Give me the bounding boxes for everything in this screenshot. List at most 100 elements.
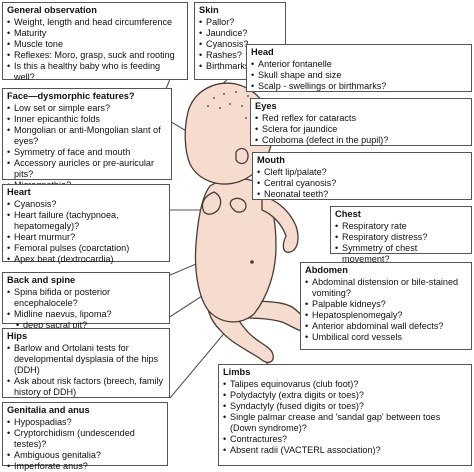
chest-list: Respiratory rateRespiratory distress?Sym… [335,221,467,265]
mouth-list-item: Neonatal teeth? [257,189,467,200]
face-list-item: Symmetry of face and mouth [7,147,167,158]
hips-list: Barlow and Ortolani tests for developmen… [7,343,165,398]
limbs-list-item: Syndactyly (fused digits or toes)? [223,401,467,412]
heart-box: HeartCyanosis?Heart failure (tachypnoea,… [2,184,170,265]
genitalia-title: Genitalia and anus [7,405,90,415]
face-list-item: Accessory auricles or pre-auricular pits… [7,158,167,180]
face-list-item: Mongolian or anti-Mongolian slant of eye… [7,125,167,147]
baby-navel [250,260,254,264]
genitalia-list-item: Ambiguous genitalia? [7,450,163,461]
skin-list-item: Birthmarks? [199,61,281,72]
limbs-list: Talipes equinovarus (club foot)?Polydact… [223,379,467,455]
general-title: General observation [7,5,97,15]
limbs-box: LimbsTalipes equinovarus (club foot)?Pol… [218,364,472,466]
face-dysmorphic-box: Face—dysmorphic features? Low set or simp… [2,88,172,190]
eyes-list-item: Coloboma (defect in the pupil)? [255,135,467,146]
eyes-title: Eyes [255,101,277,111]
baby-right-arm [261,195,299,253]
abdomen-list-item: Anterior abdominal wall defects? [305,321,467,332]
eyes-list-item: Red reflex for cataracts [255,113,467,124]
eyes-list: Red reflex for cataractsSclera for jaund… [255,113,467,146]
head-list: Anterior fontanelleSkull shape and sizeS… [251,59,467,92]
mouth-title: Mouth [257,155,285,165]
heart-title: Heart [7,187,31,197]
limbs-list-item: Absent radii (VACTERL association)? [223,445,467,456]
face-title: Face—dysmorphic features? [7,91,135,101]
head-list-item: Skull shape and size [251,70,467,81]
chest-list-item: Respiratory rate [335,221,467,232]
limbs-list-item: Single palmar crease and 'sandal gap' be… [223,412,467,434]
abdomen-title: Abdomen [305,265,348,275]
face-list-item: Low set or simple ears? [7,103,167,114]
abdomen-list-item: Palpable kidneys? [305,299,467,310]
abdomen-list-item: Abdominal distension or bile-stained vom… [305,277,467,299]
general-observation-box: General observationWeight, length and he… [2,2,188,82]
mouth-box: MouthCleft lip/palate?Central cyanosis?N… [252,152,472,200]
baby-left-hand [229,197,247,213]
back-title: Back and spine [7,275,76,285]
head-list-item: Anterior fontanelle [251,59,467,70]
heart-list-item: Heart murmur? [7,232,165,243]
heart-list: Cyanosis?Heart failure (tachypnoea, hepa… [7,199,165,264]
heart-list-item: Femoral pulses (coarctation) [7,243,165,254]
heart-list-item: Cyanosis? [7,199,165,210]
hips-title: Hips [7,331,28,341]
eyes-box: EyesRed reflex for cataractsSclera for j… [250,98,472,146]
leader-back [167,263,197,277]
abdomen-list-item: Umbilical cord vessels [305,332,467,343]
heart-list-item: Heart failure (tachypnoea, hepatomegaly)… [7,210,165,232]
leader-hips [167,295,203,319]
skin-list: Pallor?Jaundice?Cyanosis?Rashes?Birthmar… [199,17,281,72]
baby-left-arm [201,191,222,215]
general-list-item: Weight, length and head circumference [7,17,183,28]
skin-list-item: Pallor? [199,17,281,28]
limbs-title: Limbs [223,367,251,377]
genitalia-list: Hypospadias?Cryptorchidism (undescended … [7,417,163,472]
limbs-list-item: Polydactyly (extra digits or toes)? [223,390,467,401]
back-list: Spina bifida or posterior encephalocele?… [7,287,165,331]
chest-title: Chest [335,209,361,219]
head-box: HeadAnterior fontanelleSkull shape and s… [246,44,472,92]
head-title: Head [251,47,274,57]
mouth-list-item: Central cyanosis? [257,178,467,189]
abdomen-list-item: Hepatosplenomegaly? [305,310,467,321]
abdomen-box: AbdomenAbdominal distension or bile-stai… [300,262,472,350]
genitalia-list-item: Cryptorchidism (undescended testes)? [7,428,163,450]
back-list-item: Spina bifida or posterior encephalocele? [7,287,165,309]
baby-ear [235,147,249,165]
chest-list-item: Respiratory distress? [335,232,467,243]
mouth-list: Cleft lip/palate?Central cyanosis?Neonat… [257,167,467,200]
hips-list-item: Barlow and Ortolani tests for developmen… [7,343,165,376]
face-list: Low set or simple ears?Inner epicanthic … [7,103,167,190]
hips-list-item: Ask about risk factors (breech, family h… [7,376,165,398]
general-list-item: Muscle tone [7,39,183,50]
head-list-item: Scalp - swellings or birthmarks? [251,81,467,92]
limbs-list-item: Talipes equinovarus (club foot)? [223,379,467,390]
general-list: Weight, length and head circumferenceMat… [7,17,183,82]
general-list-item: Is this a healthy baby who is feeding we… [7,61,183,83]
leader-genitalia [169,323,233,399]
skin-title: Skin [199,5,219,15]
chest-list-item: Symmetry of chest movement? [335,243,467,265]
skin-list-item: Rashes? [199,50,281,61]
genitalia-list-item: Hypospadias? [7,417,163,428]
genitalia-and-anus-box: Genitalia and anusHypospadias?Cryptorchi… [2,402,168,472]
face-list-item: Inner epicanthic folds [7,114,167,125]
general-list-item: Reflexes: Moro, grasp, suck and rooting [7,50,183,61]
general-list-item: Maturity [7,28,183,39]
genitalia-list-item: Imperforate anus? [7,461,163,472]
baby-body [184,82,326,364]
limbs-list-item: Contractures? [223,434,467,445]
eyes-list-item: Sclera for jaundice [255,124,467,135]
abdomen-list: Abdominal distension or bile-stained vom… [305,277,467,342]
chest-box: ChestRespiratory rateRespiratory distres… [330,206,472,264]
heart-list-item: Apex beat (dextrocardia) [7,254,165,265]
back-list-item: Midline naevus, lipoma? [7,309,165,320]
back-and-spine-box: Back and spineSpina bifida or posterior … [2,272,170,331]
skin-box: SkinPallor?Jaundice?Cyanosis?Rashes?Birt… [194,2,286,80]
hips-box: HipsBarlow and Ortolani tests for develo… [2,328,170,398]
back-list-item: deep sacral pit? [7,320,165,331]
skin-list-item: Jaundice? [199,28,281,39]
mouth-list-item: Cleft lip/palate? [257,167,467,178]
